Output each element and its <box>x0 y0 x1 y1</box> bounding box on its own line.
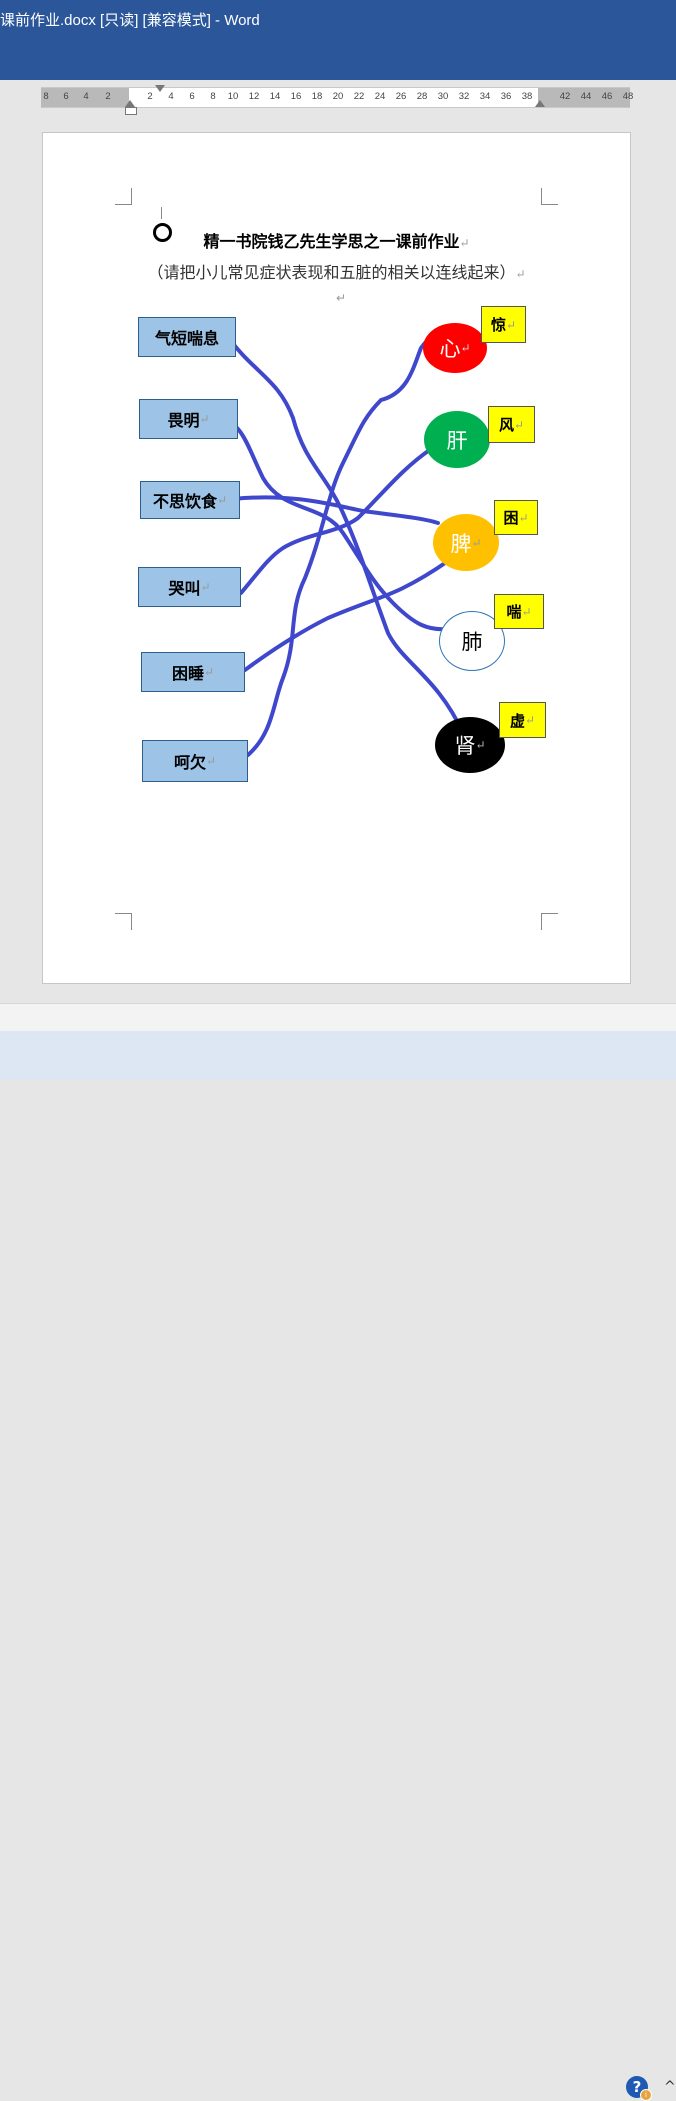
symptom-box-kujiao[interactable]: 哭叫↵ <box>138 567 241 607</box>
right-indent-marker[interactable] <box>535 100 545 107</box>
ruler-tick-label: 6 <box>63 91 69 102</box>
ruler-left-margin <box>41 88 129 107</box>
ruler-tick-label: 46 <box>601 91 613 102</box>
tag-box-feng[interactable]: 风↵ <box>488 406 535 443</box>
taskbar: ? i ^ <box>0 1031 676 2101</box>
ruler-tick-label: 12 <box>248 91 260 102</box>
ruler-tick-label: 4 <box>83 91 89 102</box>
tag-box-jing[interactable]: 惊↵ <box>481 306 526 343</box>
tag-box-kun[interactable]: 困↵ <box>494 500 538 535</box>
symptom-box-busiyinshi[interactable]: 不思饮食↵ <box>140 481 240 519</box>
window-title: 课前作业.docx [只读] [兼容模式] - Word <box>0 12 260 29</box>
ruler-tick-label: 34 <box>479 91 491 102</box>
title-bar: 课前作业.docx [只读] [兼容模式] - Word <box>0 0 676 80</box>
ruler-tick-label: 38 <box>521 91 533 102</box>
line-haqian-to-xin <box>246 331 447 757</box>
symptom-box-haqian[interactable]: 呵欠↵ <box>142 740 248 782</box>
text-cursor <box>161 207 162 219</box>
ruler-tick-label: 18 <box>311 91 323 102</box>
ring-shape[interactable] <box>153 223 172 242</box>
organ-xin[interactable]: 心↵ <box>423 323 487 373</box>
symptom-box-weiming[interactable]: 畏明↵ <box>139 399 238 439</box>
document-subheading[interactable]: （请把小儿常见症状表现和五脏的相关以连线起来）↵ <box>147 263 526 282</box>
hanging-indent-marker[interactable] <box>125 100 135 107</box>
symptom-box-kunshui[interactable]: 困睡↵ <box>141 652 245 692</box>
ruler-tick-label: 24 <box>374 91 386 102</box>
ruler-tick-label: 26 <box>395 91 407 102</box>
ruler-tick-label: 8 <box>43 91 49 102</box>
margin-corner-top-left <box>115 188 132 205</box>
line-kunshui-to-pi <box>243 559 450 672</box>
line-busi-to-pi <box>231 495 440 525</box>
line-qiduan-to-shen <box>223 331 465 735</box>
symptom-box-qiduanchuanxi[interactable]: 气短喘息 <box>138 317 236 357</box>
ruler-tick-label: 10 <box>227 91 239 102</box>
ruler-tick-label: 48 <box>622 91 634 102</box>
ruler-tick-label: 44 <box>580 91 592 102</box>
margin-corner-top-right <box>541 188 558 205</box>
ruler-tick-label: 2 <box>105 91 111 102</box>
ruler-tick-label: 42 <box>559 91 571 102</box>
organ-pi[interactable]: 脾↵ <box>433 514 499 571</box>
status-bar <box>0 1003 676 1032</box>
ruler-tick-label: 2 <box>147 91 153 102</box>
tray-chevron-icon[interactable]: ^ <box>664 2079 676 2095</box>
ruler-tick-label: 14 <box>269 91 281 102</box>
ruler-tick-label: 32 <box>458 91 470 102</box>
tag-box-chuan[interactable]: 喘↵ <box>494 594 544 629</box>
ruler-tick-label: 16 <box>290 91 302 102</box>
line-kujiao-to-gan <box>239 447 433 595</box>
ruler-tick-label: 4 <box>168 91 174 102</box>
organ-gan[interactable]: 肝 <box>424 411 490 468</box>
tag-box-xu[interactable]: 虚↵ <box>499 702 546 738</box>
first-line-indent-marker[interactable] <box>155 85 165 92</box>
ruler-tick-label: 8 <box>210 91 216 102</box>
ruler-tick-label: 30 <box>437 91 449 102</box>
empty-paragraph-mark: ↵ <box>336 291 347 305</box>
margin-corner-bottom-right <box>541 913 558 930</box>
ruler-tick-label: 6 <box>189 91 195 102</box>
ruler-right-margin <box>538 88 630 107</box>
ruler-tick-label: 28 <box>416 91 428 102</box>
ruler-tick-label: 20 <box>332 91 344 102</box>
line-weiming-to-fei <box>219 417 457 632</box>
organ-shen[interactable]: 肾↵ <box>435 717 505 773</box>
left-indent-marker[interactable] <box>125 107 137 115</box>
document-heading[interactable]: 精一书院钱乙先生学思之一课前作业↵ <box>203 232 470 251</box>
document-page[interactable]: 精一书院钱乙先生学思之一课前作业↵ （请把小儿常见症状表现和五脏的相关以连线起来… <box>42 132 631 984</box>
info-badge-icon: i <box>640 2089 652 2101</box>
ruler-tick-label: 36 <box>500 91 512 102</box>
ruler-tick-label: 22 <box>353 91 365 102</box>
margin-corner-bottom-left <box>115 913 132 930</box>
